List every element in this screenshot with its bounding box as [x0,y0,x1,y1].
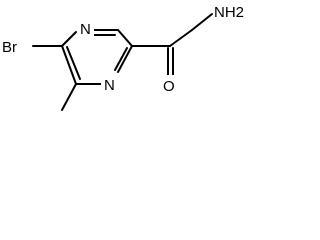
bromine-label: Br [2,39,17,56]
oxygen-label: O [163,78,175,95]
nitrogen-top-label: N [80,21,91,38]
bond-ch2-nh2 [191,13,213,31]
n-top-label-bg [77,18,94,38]
bond-carbonyl-ch2 [169,29,193,47]
oxygen-label-bg [162,75,178,95]
bromine-label-bg [1,36,31,56]
ring-bond-c5-n4 [117,45,133,73]
ring-bond-c6-c5 [117,29,133,47]
bond-c3-methyl [61,83,77,111]
n-bottom-label-bg [101,74,118,94]
amine-label: NH2 [214,4,244,21]
ring-bond-n1-c2 [61,31,77,47]
ring-bond-c5-n4-inner [114,47,128,71]
ring-bond-c3-c2 [61,45,77,85]
nitrogen-bottom-label: N [104,77,115,94]
chemical-structure: N N Br O NH2 [1,1,256,111]
ring-bond-c3-c2-inner [66,46,81,80]
amine-label-bg [213,1,256,21]
